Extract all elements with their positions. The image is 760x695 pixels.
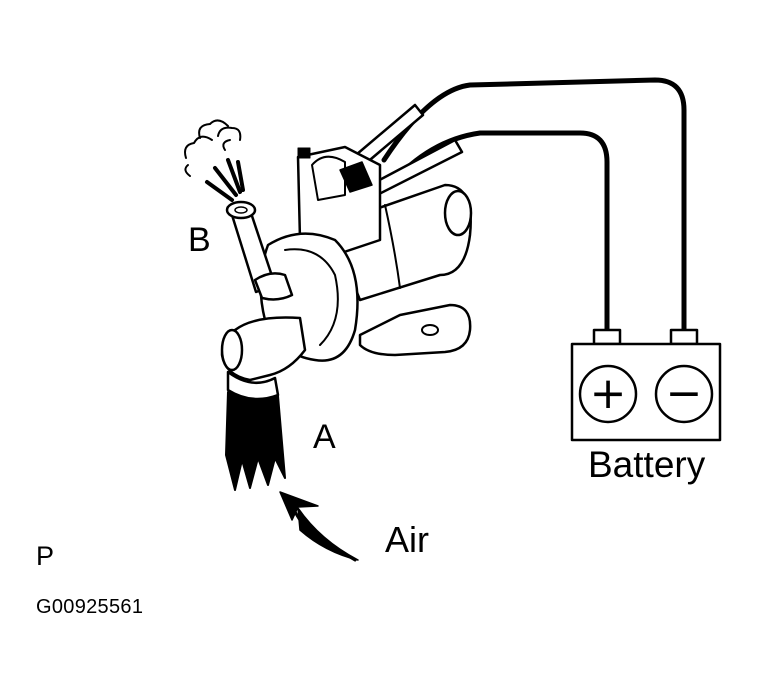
port-b-bore [234, 206, 248, 214]
air-puff-icon [184, 119, 245, 202]
hose-port-a [225, 370, 286, 491]
cylinder-end-cap [443, 189, 473, 237]
solenoid-valve-icon [220, 145, 473, 382]
port-b-opening [225, 200, 257, 220]
battery-label: Battery [588, 444, 706, 485]
hose-body [225, 391, 286, 491]
wire-harness [348, 77, 687, 333]
air-arrow-head [279, 491, 319, 521]
positive-symbol: + [590, 368, 627, 419]
p-label: P [36, 541, 55, 571]
air-label: Air [385, 519, 429, 560]
positive-terminal-circle [578, 364, 638, 424]
port-b-label: B [188, 221, 211, 259]
mounting-bracket [358, 303, 472, 357]
air-arrow-body [297, 507, 359, 561]
battery-case [570, 342, 722, 442]
port-b-collar [253, 272, 294, 301]
connector-clip [297, 147, 311, 159]
flange-inner [284, 248, 339, 346]
figure-code: G00925561 [36, 596, 144, 618]
negative-symbol: − [666, 368, 703, 419]
bracket-hole [421, 324, 439, 336]
connector-pins [339, 161, 373, 193]
battery-terminal-positive [592, 328, 622, 346]
connector-socket [311, 155, 346, 201]
port-a-label: A [313, 418, 336, 456]
port-a-opening [220, 328, 244, 372]
negative-terminal-circle [654, 364, 714, 424]
cylinder-band [384, 204, 401, 289]
battery-icon: + − [570, 328, 722, 442]
battery-terminal-negative [669, 328, 699, 346]
curved-arrow-icon [279, 491, 359, 562]
